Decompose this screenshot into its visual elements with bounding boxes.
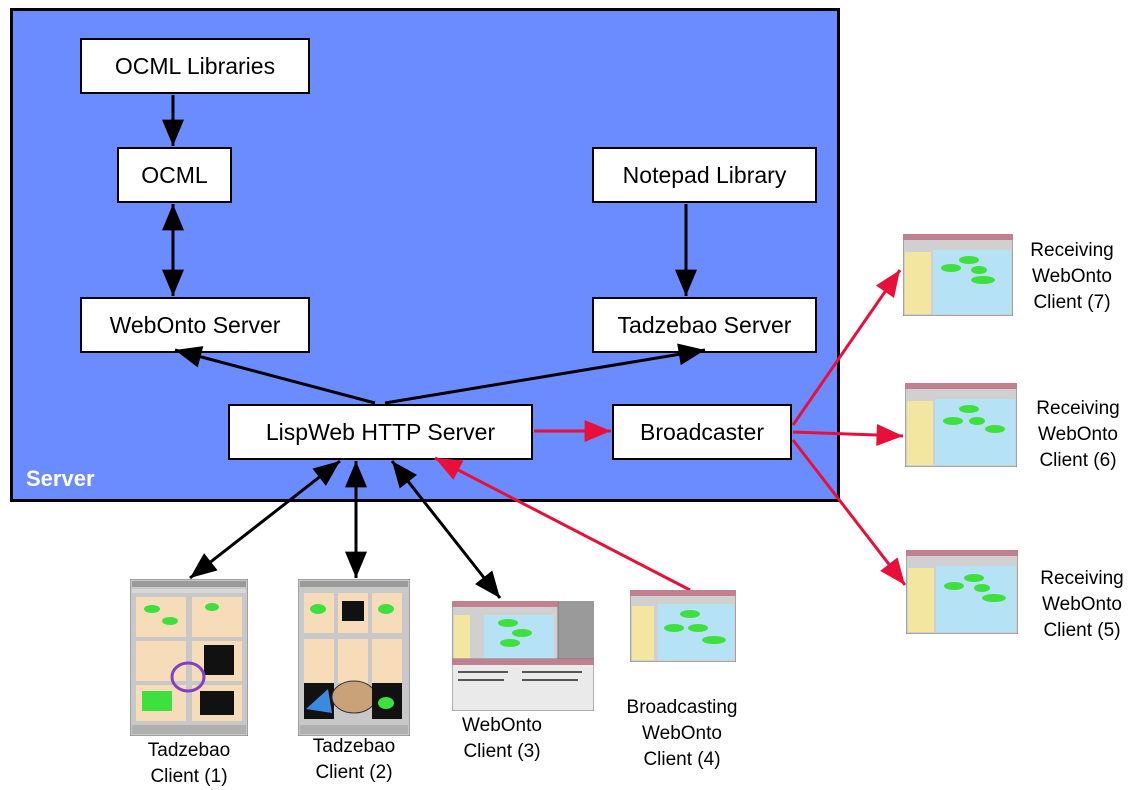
receiving-client-7-screenshot xyxy=(903,234,1013,316)
caption-receiving-client-5: Receiving WebOnto Client (5) xyxy=(1032,566,1132,644)
broadcasting-client-4-screenshot xyxy=(630,590,736,662)
edge-lispweb-to-tadzebao-server xyxy=(384,343,706,405)
caption-line: Client (1) xyxy=(150,766,228,787)
caption-line: WebOnto xyxy=(1038,424,1118,445)
caption-tadzebao-client-2: Tadzebao Client (2) xyxy=(298,734,410,786)
edge-client-1-lispweb xyxy=(189,459,341,580)
caption-line: WebOnto xyxy=(642,723,722,744)
node-ocml-libraries: OCML Libraries xyxy=(80,38,310,94)
node-lispweb-http-server: LispWeb HTTP Server xyxy=(228,404,533,460)
caption-line: Tadzebao xyxy=(147,740,231,761)
caption-line: Receiving xyxy=(1036,398,1120,419)
caption-tadzebao-client-1: Tadzebao Client (1) xyxy=(130,738,248,790)
caption-line: Client (4) xyxy=(643,749,721,770)
receiving-client-5-screenshot xyxy=(906,550,1018,634)
node-notepad-library: Notepad Library xyxy=(592,147,817,203)
edge-broadcaster-to-client-7 xyxy=(791,269,902,426)
node-tadzebao-server: Tadzebao Server xyxy=(592,297,817,353)
caption-webonto-client-3: WebOnto Client (3) xyxy=(452,713,552,765)
edge-client-4-to-lispweb xyxy=(434,456,691,592)
edge-broadcaster-to-client-6 xyxy=(792,424,904,447)
webonto-client-3-screenshot xyxy=(452,601,594,711)
node-webonto-server: WebOnto Server xyxy=(80,297,310,353)
edge-broadcaster-to-client-5 xyxy=(791,439,907,586)
edge-client-3-lispweb xyxy=(390,460,502,599)
node-broadcaster: Broadcaster xyxy=(612,404,792,460)
server-label: Server xyxy=(26,466,95,491)
tadzebao-client-2-screenshot xyxy=(298,579,410,736)
caption-broadcasting-client-4: Broadcasting WebOnto Client (4) xyxy=(622,695,742,773)
caption-line: Client (3) xyxy=(463,741,541,762)
caption-line: WebOnto xyxy=(1042,594,1122,615)
caption-line: Receiving xyxy=(1030,240,1114,261)
caption-line: Client (2) xyxy=(315,762,393,783)
edge-lispweb-to-webonto-server xyxy=(174,346,376,405)
caption-receiving-client-6: Receiving WebOnto Client (6) xyxy=(1028,396,1128,474)
caption-line: WebOnto xyxy=(462,715,542,736)
node-ocml: OCML xyxy=(117,147,232,203)
caption-line: Client (5) xyxy=(1043,620,1121,641)
caption-line: Receiving xyxy=(1040,568,1124,589)
caption-line: WebOnto xyxy=(1032,266,1112,287)
caption-line: Broadcasting xyxy=(626,697,738,718)
receiving-client-6-screenshot xyxy=(905,383,1017,467)
caption-line: Client (6) xyxy=(1039,450,1117,471)
tadzebao-client-1-screenshot xyxy=(130,579,248,736)
caption-receiving-client-7: Receiving WebOnto Client (7) xyxy=(1022,238,1122,316)
caption-line: Tadzebao xyxy=(312,736,396,757)
caption-line: Client (7) xyxy=(1033,292,1111,313)
